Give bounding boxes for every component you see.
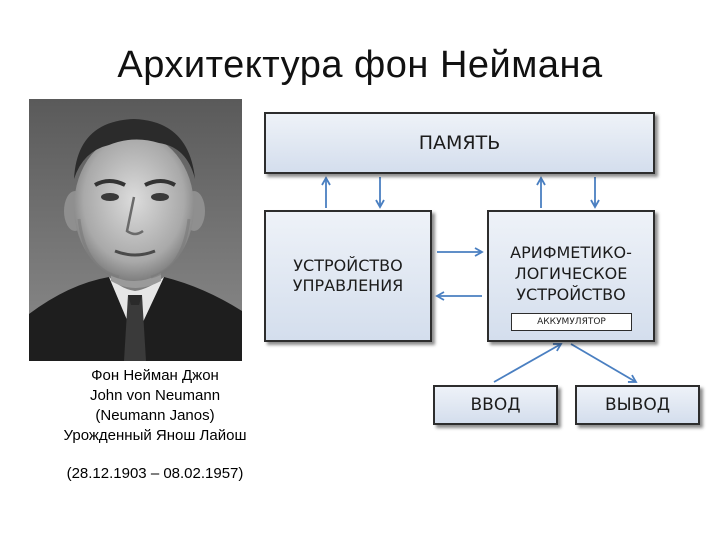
portrait-caption: Фон Нейман Джон John von Neumann (Neuman… xyxy=(20,366,290,484)
output-box: ВЫВОД xyxy=(575,385,700,425)
control-unit-label: УСТРОЙСТВО УПРАВЛЕНИЯ xyxy=(292,256,404,295)
accumulator-box: АККУМУЛЯТОР xyxy=(511,313,632,331)
portrait-image xyxy=(29,99,242,361)
portrait-photo xyxy=(29,99,242,361)
caption-dates: (28.12.1903 – 08.02.1957) xyxy=(66,465,244,482)
memory-label: ПАМЯТЬ xyxy=(418,132,501,154)
caption-name-english: John von Neumann xyxy=(89,387,221,404)
caption-birth-name: Урожденный Янош Лайош xyxy=(63,427,247,444)
input-label: ВВОД xyxy=(470,395,521,415)
arrow-alu-to-output xyxy=(570,343,638,383)
input-box: ВВОД xyxy=(433,385,558,425)
memory-box: ПАМЯТЬ xyxy=(264,112,655,174)
caption-name-russian: Фон Нейман Джон xyxy=(91,367,219,384)
accumulator-label: АККУМУЛЯТОР xyxy=(537,317,606,327)
caption-name-hungarian: (Neumann Janos) xyxy=(95,407,215,424)
output-label: ВЫВОД xyxy=(605,395,670,415)
slide-title: Архитектура фон Неймана xyxy=(117,44,603,86)
control-unit-box: УСТРОЙСТВО УПРАВЛЕНИЯ xyxy=(264,210,432,342)
alu-label: АРИФМЕТИКО- ЛОГИЧЕСКОЕ УСТРОЙСТВО xyxy=(510,243,632,304)
arrow-input-to-alu xyxy=(493,343,563,383)
